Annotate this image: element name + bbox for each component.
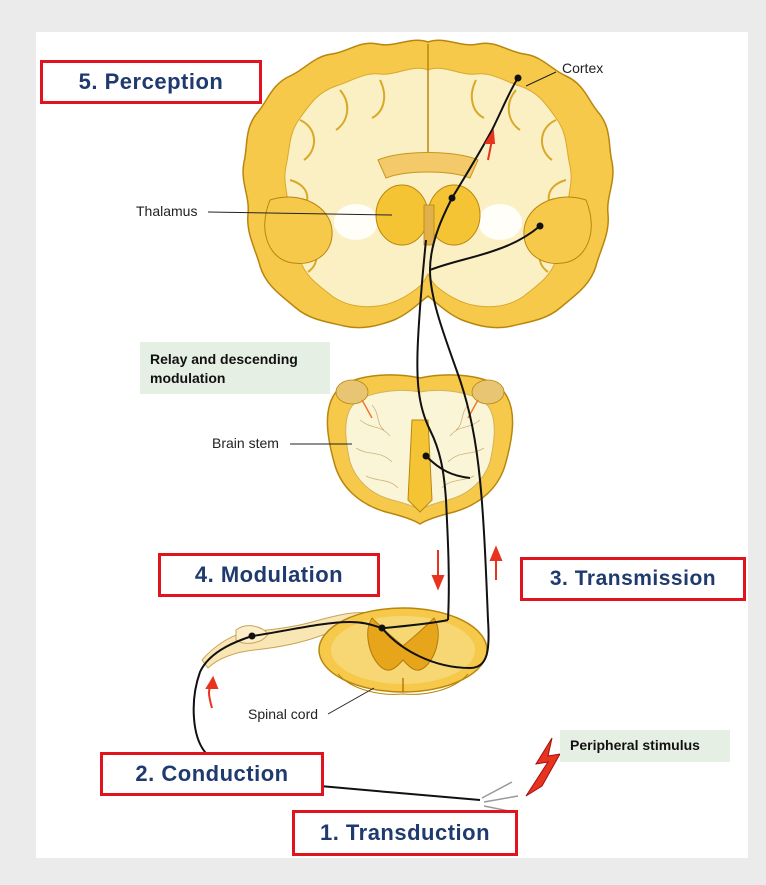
stage-conduction-box: 2. Conduction — [100, 752, 324, 796]
stage-perception-box: 5. Perception — [40, 60, 262, 104]
brain-stem-label: Brain stem — [212, 435, 279, 451]
stimulus-graphic — [482, 738, 560, 812]
relay-modulation-text: Relay and descending modulation — [150, 351, 298, 386]
peripheral-stimulus-text: Peripheral stimulus — [570, 737, 700, 753]
stage-transmission-label: 3. Transmission — [550, 567, 716, 591]
stage-conduction-label: 2. Conduction — [135, 761, 288, 787]
stage-transduction-box: 1. Transduction — [292, 810, 518, 856]
relay-modulation-note: Relay and descending modulation — [140, 342, 330, 394]
stage-modulation-box: 4. Modulation — [158, 553, 380, 597]
brain-section — [243, 40, 613, 327]
cortex-label: Cortex — [562, 60, 603, 76]
peripheral-stimulus-note: Peripheral stimulus — [560, 730, 730, 762]
lightning-bolt-icon — [526, 738, 560, 796]
stage-transmission-box: 3. Transmission — [520, 557, 746, 601]
stage-perception-label: 5. Perception — [79, 69, 224, 95]
stage-transduction-label: 1. Transduction — [320, 820, 490, 846]
thalamus-label: Thalamus — [136, 203, 197, 219]
stage-modulation-label: 4. Modulation — [195, 562, 343, 588]
spinal-cord-label: Spinal cord — [248, 706, 318, 722]
